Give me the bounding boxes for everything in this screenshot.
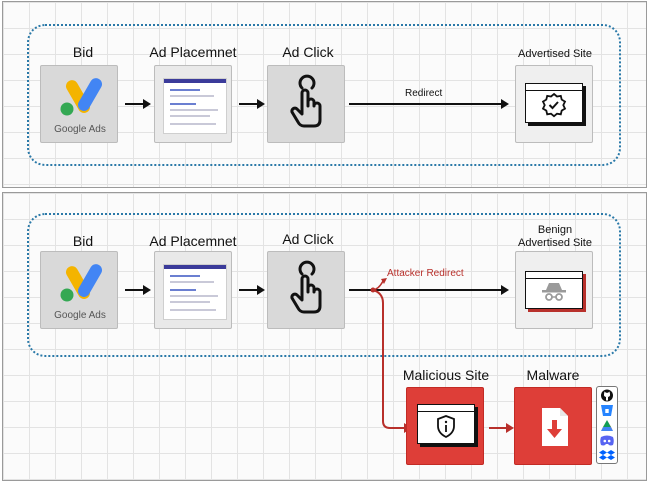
arrow-placement-to-click	[239, 285, 265, 295]
attacker-redirect-label: Attacker Redirect	[387, 268, 464, 279]
download-file-icon	[542, 408, 568, 446]
google-ads-text: Google Ads	[54, 310, 106, 321]
verified-badge-icon	[541, 92, 567, 118]
bid-label: Bid	[72, 44, 94, 60]
advertised-site-label: Advertised Site	[518, 48, 592, 60]
ad-click-box	[267, 251, 345, 329]
google-ads-text: Google Ads	[54, 124, 106, 135]
google-ads-box: Google Ads	[40, 251, 118, 329]
ad-ecosystem-boundary	[27, 213, 621, 357]
benign-site-window	[525, 271, 583, 309]
malicious-site-label: Malicious Site	[402, 367, 490, 383]
redirect-to-benign-arrow	[349, 285, 509, 295]
benign-site-label-line1: Benign	[537, 224, 573, 236]
pointer-hand-icon	[290, 74, 322, 128]
hosting-services-strip	[596, 386, 618, 464]
google-ads-logo-icon	[60, 78, 102, 116]
malware-box	[514, 387, 592, 465]
github-icon	[601, 389, 613, 402]
malware-label: Malware	[526, 367, 580, 383]
legitimate-flow-panel: Bid Ad Placemnet Ad Click Advertised Sit…	[2, 1, 647, 188]
ad-placement-label: Ad Placemnet	[149, 44, 237, 60]
ad-click-label: Ad Click	[282, 231, 334, 247]
benign-site-box	[515, 251, 593, 329]
google-ads-box: Google Ads	[40, 65, 118, 143]
bid-label: Bid	[72, 233, 94, 249]
info-shield-icon	[437, 415, 455, 439]
search-results-page-icon	[163, 78, 227, 134]
ad-placement-box	[154, 65, 232, 143]
redirect-label: Redirect	[405, 88, 443, 99]
google-drive-icon	[601, 420, 613, 431]
bitbucket-icon	[601, 405, 613, 416]
ad-placement-box	[154, 251, 232, 329]
arrow-bid-to-placement	[125, 99, 151, 109]
ad-placement-label: Ad Placemnet	[149, 233, 237, 249]
google-ads-logo-icon	[60, 264, 102, 302]
discord-icon	[600, 435, 614, 446]
dropbox-icon	[599, 450, 615, 460]
ad-click-box	[267, 65, 345, 143]
ad-click-label: Ad Click	[282, 44, 334, 60]
malicious-site-window	[417, 404, 475, 444]
pointer-hand-icon	[290, 260, 322, 314]
spy-incognito-icon	[542, 283, 566, 301]
redirect-arrow	[349, 99, 509, 109]
benign-site-label-line2: Advertised Site	[518, 237, 592, 249]
search-results-page-icon	[163, 264, 227, 320]
arrow-placement-to-click	[239, 99, 265, 109]
malicious-site-box	[406, 387, 484, 465]
advertised-site-box	[515, 65, 593, 143]
ad-ecosystem-boundary	[27, 24, 621, 166]
arrow-bid-to-placement	[125, 285, 151, 295]
advertised-site-window	[525, 83, 583, 123]
malvertising-flow-panel: Bid Ad Placemnet Ad Click Benign Adverti…	[2, 192, 647, 481]
